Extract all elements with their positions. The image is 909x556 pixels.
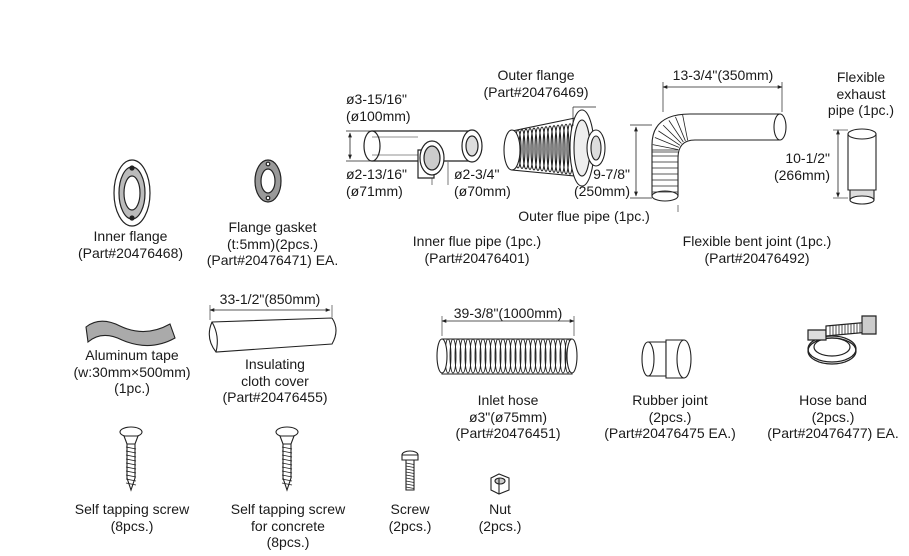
screw-drawing [401, 450, 419, 491]
outer-flue-pipe-label: Outer flue pipe (1pc.) [518, 208, 650, 224]
inlet-hose-length-label: 39-3/8"(1000mm) [453, 305, 563, 321]
hose-band-drawing [807, 315, 877, 365]
self-tapping-screw-drawing [119, 426, 143, 492]
inner-pipe-inner-dia-label: ø2-13/16" (ø71mm) [346, 166, 408, 199]
inner-pipe-outer-dia-label: ø3-15/16" (ø100mm) [346, 91, 411, 124]
flexible-exhaust-pipe-label: Flexible exhaust pipe (1pc.) [827, 69, 895, 118]
aluminum-tape-label: Aluminum tape (w:30mm×500mm) (1pc.) [73, 347, 191, 396]
inlet-hose-drawing [436, 316, 578, 375]
concrete-screw-label: Self tapping screw for concrete (8pcs.) [230, 501, 346, 550]
rubber-joint-drawing [641, 339, 692, 379]
hose-band-label: Hose band (2pcs.) (Part#20476477) EA. [767, 392, 899, 441]
flange-gasket-label: Flange gasket (t:5mm)(2pcs.) (Part#20476… [206, 219, 339, 268]
outer-flue-pipe-drawing [503, 106, 606, 187]
inner-pipe-small-dia-label: ø2-3/4" (ø70mm) [454, 166, 511, 199]
inner-flue-pipe-label: Inner flue pipe (1pc.) (Part#20476401) [412, 233, 542, 266]
outer-pipe-length-label: 9-7/8" (250mm) [573, 166, 630, 199]
inlet-hose-label: Inlet hose ø3"(ø75mm) (Part#20476451) [455, 392, 561, 441]
concrete-screw-drawing [275, 426, 299, 492]
flange-gasket-drawing [254, 159, 282, 203]
nut-label: Nut (2pcs.) [478, 501, 522, 534]
insulating-cover-label: Insulating cloth cover (Part#20476455) [222, 356, 328, 405]
nut-drawing [490, 473, 510, 495]
insulating-length-label: 33-1/2"(850mm) [219, 291, 321, 307]
aluminum-tape-drawing [85, 320, 176, 347]
flexible-bent-joint-label: Flexible bent joint (1pc.) (Part#2047649… [682, 233, 832, 266]
inner-flange-label: Inner flange (Part#20476468) [77, 228, 184, 261]
rubber-joint-label: Rubber joint (2pcs.) (Part#20476475 EA.) [604, 392, 736, 441]
inner-flue-pipe-drawing [346, 129, 483, 185]
outer-flange-label: Outer flange (Part#20476469) [483, 67, 589, 100]
flexible-bent-joint-drawing [630, 82, 787, 212]
exhaust-pipe-length-label: 10-1/2" (266mm) [773, 150, 830, 183]
self-tapping-screw-label: Self tapping screw (8pcs.) [74, 501, 190, 534]
inner-flange-drawing [113, 159, 151, 227]
insulating-cover-drawing [208, 305, 337, 353]
screw-label: Screw (2pcs.) [388, 501, 432, 534]
flexible-exhaust-pipe-drawing [833, 128, 877, 205]
bent-joint-length-label: 13-3/4"(350mm) [672, 67, 774, 83]
